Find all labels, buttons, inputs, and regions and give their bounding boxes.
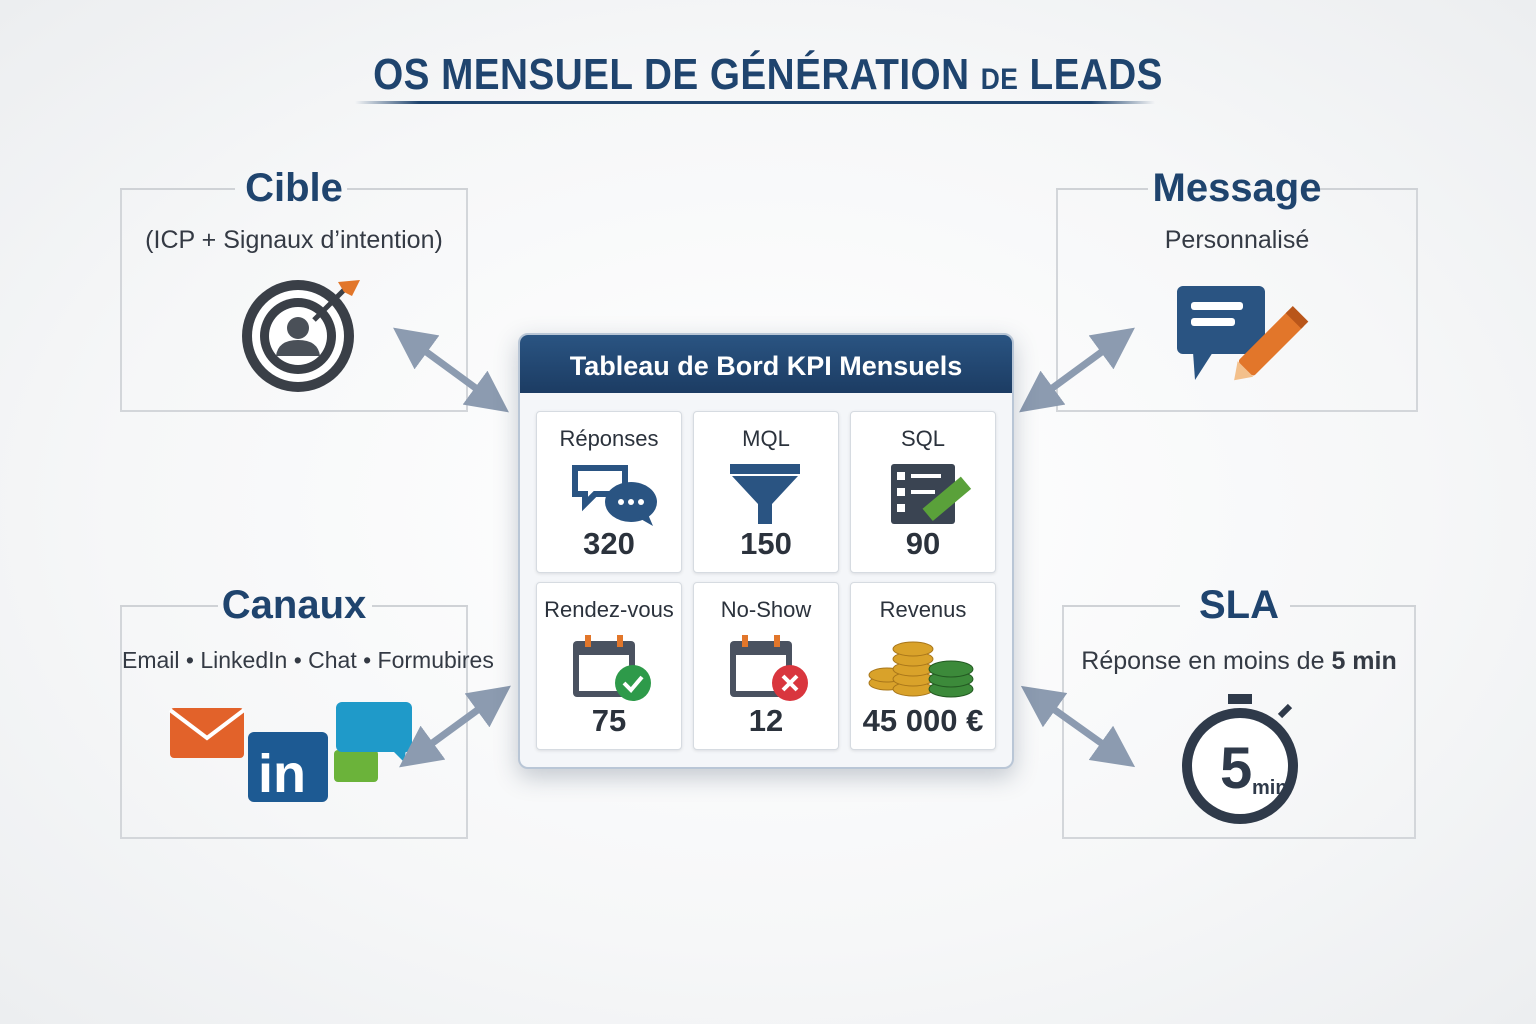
kpi-value: 45 000 € <box>862 703 984 738</box>
checklist-icon <box>891 464 972 524</box>
svg-text:5: 5 <box>1220 736 1252 801</box>
kpi-value: 90 <box>905 526 941 561</box>
panel-cible: Cible (ICP + Signaux d’intention) <box>120 166 468 412</box>
kpi-dashboard: Tableau de Bord KPI Mensuels Réponses 32… <box>518 333 1014 769</box>
kpi-value: 12 <box>748 703 784 738</box>
channels-icon: in <box>168 702 412 804</box>
kpi-card-mql: MQL 150 <box>693 411 839 573</box>
divider <box>1056 188 1148 190</box>
divider <box>347 188 468 190</box>
divider <box>120 188 235 190</box>
funnel-icon <box>730 464 800 524</box>
kpi-label: Réponses <box>559 426 659 451</box>
kpi-card-reponses: Réponses 320 <box>536 411 682 573</box>
calendar-check-icon <box>573 635 651 701</box>
panel-title: Canaux <box>221 583 367 627</box>
svg-text:min: min <box>1252 777 1288 799</box>
panel-subtitle: (ICP + Signaux d’intention) <box>145 226 443 254</box>
title-underline <box>355 101 1155 104</box>
chat-pencil-icon <box>1177 286 1309 381</box>
kpi-label: SQL <box>900 426 946 451</box>
arrow-message <box>1019 327 1135 413</box>
panel-subtitle: Personnalisé <box>1164 226 1310 254</box>
divider <box>1062 605 1180 607</box>
dashboard-title: Tableau de Bord KPI Mensuels <box>520 335 1012 393</box>
chat-bubbles-icon <box>572 465 657 526</box>
panel-title: Cible <box>245 166 343 210</box>
divider <box>372 605 468 607</box>
arrow-sla <box>1020 685 1136 768</box>
arrow-canaux <box>399 685 511 768</box>
kpi-card-no-show: No-Show 12 <box>693 582 839 750</box>
email-icon <box>168 708 246 758</box>
linkedin-icon: in <box>248 732 328 804</box>
panel-title: Message <box>1152 166 1322 210</box>
calendar-cross-icon <box>730 635 808 701</box>
arrow-cible <box>393 327 509 413</box>
kpi-label: Rendez-vous <box>544 597 674 622</box>
svg-text:in: in <box>258 744 306 804</box>
kpi-card-sql: SQL 90 <box>850 411 996 573</box>
chat-icon <box>334 702 412 782</box>
target-person-icon <box>242 280 360 392</box>
kpi-label: No-Show <box>720 597 812 622</box>
kpi-label: Revenus <box>879 597 967 622</box>
kpi-card-rendez-vous: Rendez-vous 75 <box>536 582 682 750</box>
panel-canaux: Canaux Email • LinkedIn • Chat • Formubi… <box>120 583 494 839</box>
panel-subtitle: Réponse en moins de 5 min <box>1081 647 1397 675</box>
panel-subtitle: Email • LinkedIn • Chat • Formubires <box>122 647 494 673</box>
kpi-value: 150 <box>740 526 792 561</box>
divider <box>1316 188 1418 190</box>
kpi-card-revenus: Revenus 45 000 € <box>850 582 996 750</box>
panel-message: Message Personnalisé <box>1056 166 1418 412</box>
kpi-label: MQL <box>742 426 790 451</box>
divider <box>1290 605 1416 607</box>
stopwatch-icon: 5 min <box>1182 694 1298 824</box>
page-title: OS MENSUEL DE GÉNÉRATION DE LEADS <box>373 50 1163 99</box>
divider <box>120 605 218 607</box>
panel-sla: SLA Réponse en moins de 5 min 5 min <box>1062 583 1416 839</box>
kpi-value: 320 <box>583 526 635 561</box>
coins-icon <box>868 641 974 698</box>
panel-title: SLA <box>1199 583 1279 627</box>
kpi-value: 75 <box>591 703 627 738</box>
